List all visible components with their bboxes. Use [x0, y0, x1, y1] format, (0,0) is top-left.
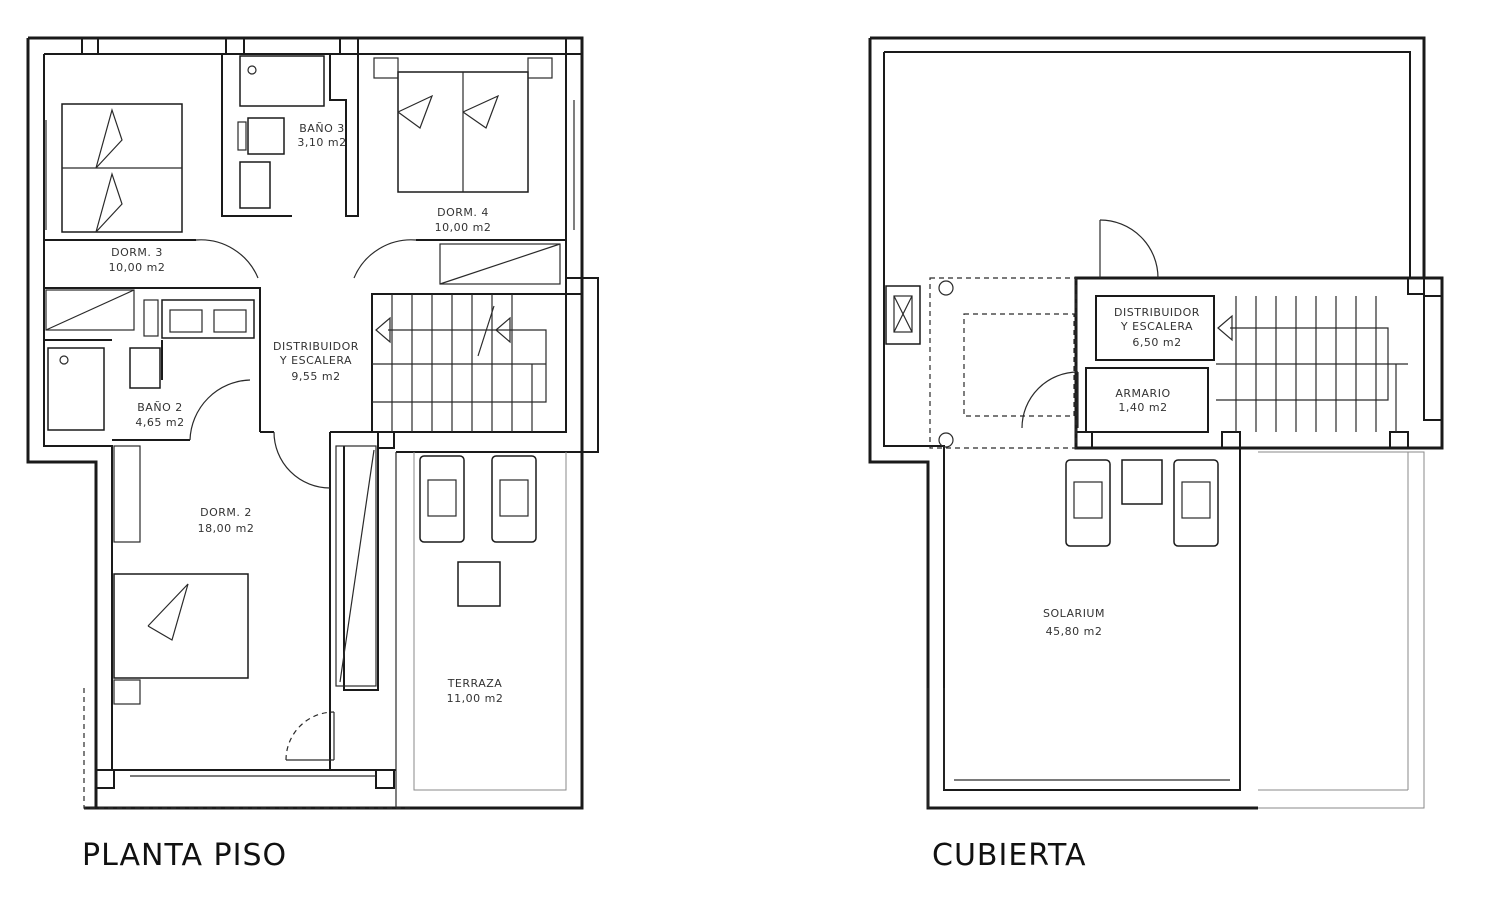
- room-area-armario: 1,40 m2: [1118, 401, 1167, 414]
- room-name-dorm-3: DORM. 3: [111, 246, 163, 259]
- room-area-distribuidor-cubierta: 6,50 m2: [1132, 336, 1181, 349]
- bed-dorm-2: [113, 573, 249, 705]
- room-area-bano-2: 4,65 m2: [135, 416, 184, 429]
- room-name-bano-3: BAÑO 3: [299, 122, 344, 135]
- room-name-dorm-4: DORM. 4: [437, 206, 489, 219]
- planta-piso-plan: [26, 36, 599, 810]
- cubierta-plan: [868, 36, 1444, 810]
- plan-title-planta-piso: PLANTA PISO: [82, 838, 287, 873]
- room-name-solarium: SOLARIUM: [1043, 607, 1105, 620]
- room-name2-distribuidor-piso: Y ESCALERA: [279, 354, 352, 367]
- room-name-distribuidor-cubierta: DISTRIBUIDOR: [1114, 306, 1200, 319]
- room-name-distribuidor-piso: DISTRIBUIDOR: [273, 340, 359, 353]
- room-name-armario: ARMARIO: [1115, 387, 1170, 400]
- room-area-dorm-4: 10,00 m2: [435, 221, 492, 234]
- room-area-dorm-2: 18,00 m2: [198, 522, 255, 535]
- room-area-solarium: 45,80 m2: [1046, 625, 1103, 638]
- room-name-terraza: TERRAZA: [447, 677, 503, 690]
- room-name2-distribuidor-cubierta: Y ESCALERA: [1120, 320, 1193, 333]
- room-name-dorm-2: DORM. 2: [200, 506, 252, 519]
- room-area-distribuidor-piso: 9,55 m2: [291, 370, 340, 383]
- room-area-bano-3: 3,10 m2: [297, 136, 346, 149]
- room-area-dorm-3: 10,00 m2: [109, 261, 166, 274]
- bed-dorm-3: [61, 103, 183, 233]
- room-area-terraza: 11,00 m2: [447, 692, 504, 705]
- plan-title-cubierta: CUBIERTA: [932, 838, 1086, 873]
- bed-dorm-4: [373, 57, 553, 193]
- room-name-bano-2: BAÑO 2: [137, 401, 182, 414]
